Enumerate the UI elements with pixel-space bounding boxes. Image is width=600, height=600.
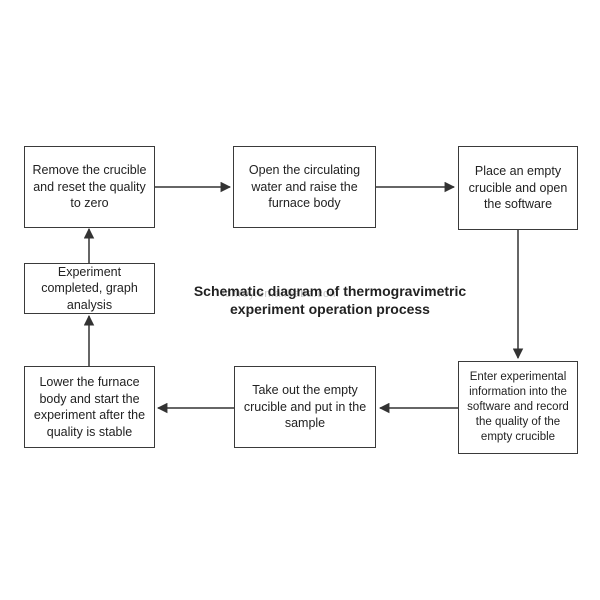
step-experiment-completed: Experiment completed, graph analysis <box>24 263 155 314</box>
step-remove-crucible: Remove the crucible and reset the qualit… <box>24 146 155 228</box>
diagram-title: Schematic diagram of thermogravimetric e… <box>170 283 490 318</box>
diagram-title-line-2: experiment operation process <box>230 300 430 317</box>
step-lower-furnace-body: Lower the furnace body and start the exp… <box>24 366 155 448</box>
step-remove-crucible-label: Remove the crucible and reset the qualit… <box>32 163 147 211</box>
diagram-title-line-1: Schematic diagram of thermogravimetric <box>193 283 467 299</box>
step-open-circulating-water: Open the circulating water and raise the… <box>233 146 376 228</box>
step-place-empty-crucible-label: Place an empty crucible and open the sof… <box>468 164 568 212</box>
step-take-out-crucible-label: Take out the empty crucible and put in t… <box>243 383 367 431</box>
step-lower-furnace-body-label: Lower the furnace body and start the exp… <box>33 375 146 439</box>
watermark: lonroy.en.alibaba.com <box>222 288 340 300</box>
step-experiment-completed-label: Experiment completed, graph analysis <box>41 264 138 312</box>
step-enter-experimental-info: Enter experimental information into the … <box>458 361 578 454</box>
step-open-circulating-water-label: Open the circulating water and raise the… <box>248 163 361 211</box>
step-enter-experimental-info-label: Enter experimental information into the … <box>467 371 569 443</box>
step-take-out-crucible: Take out the empty crucible and put in t… <box>234 366 376 448</box>
step-place-empty-crucible: Place an empty crucible and open the sof… <box>458 146 578 230</box>
